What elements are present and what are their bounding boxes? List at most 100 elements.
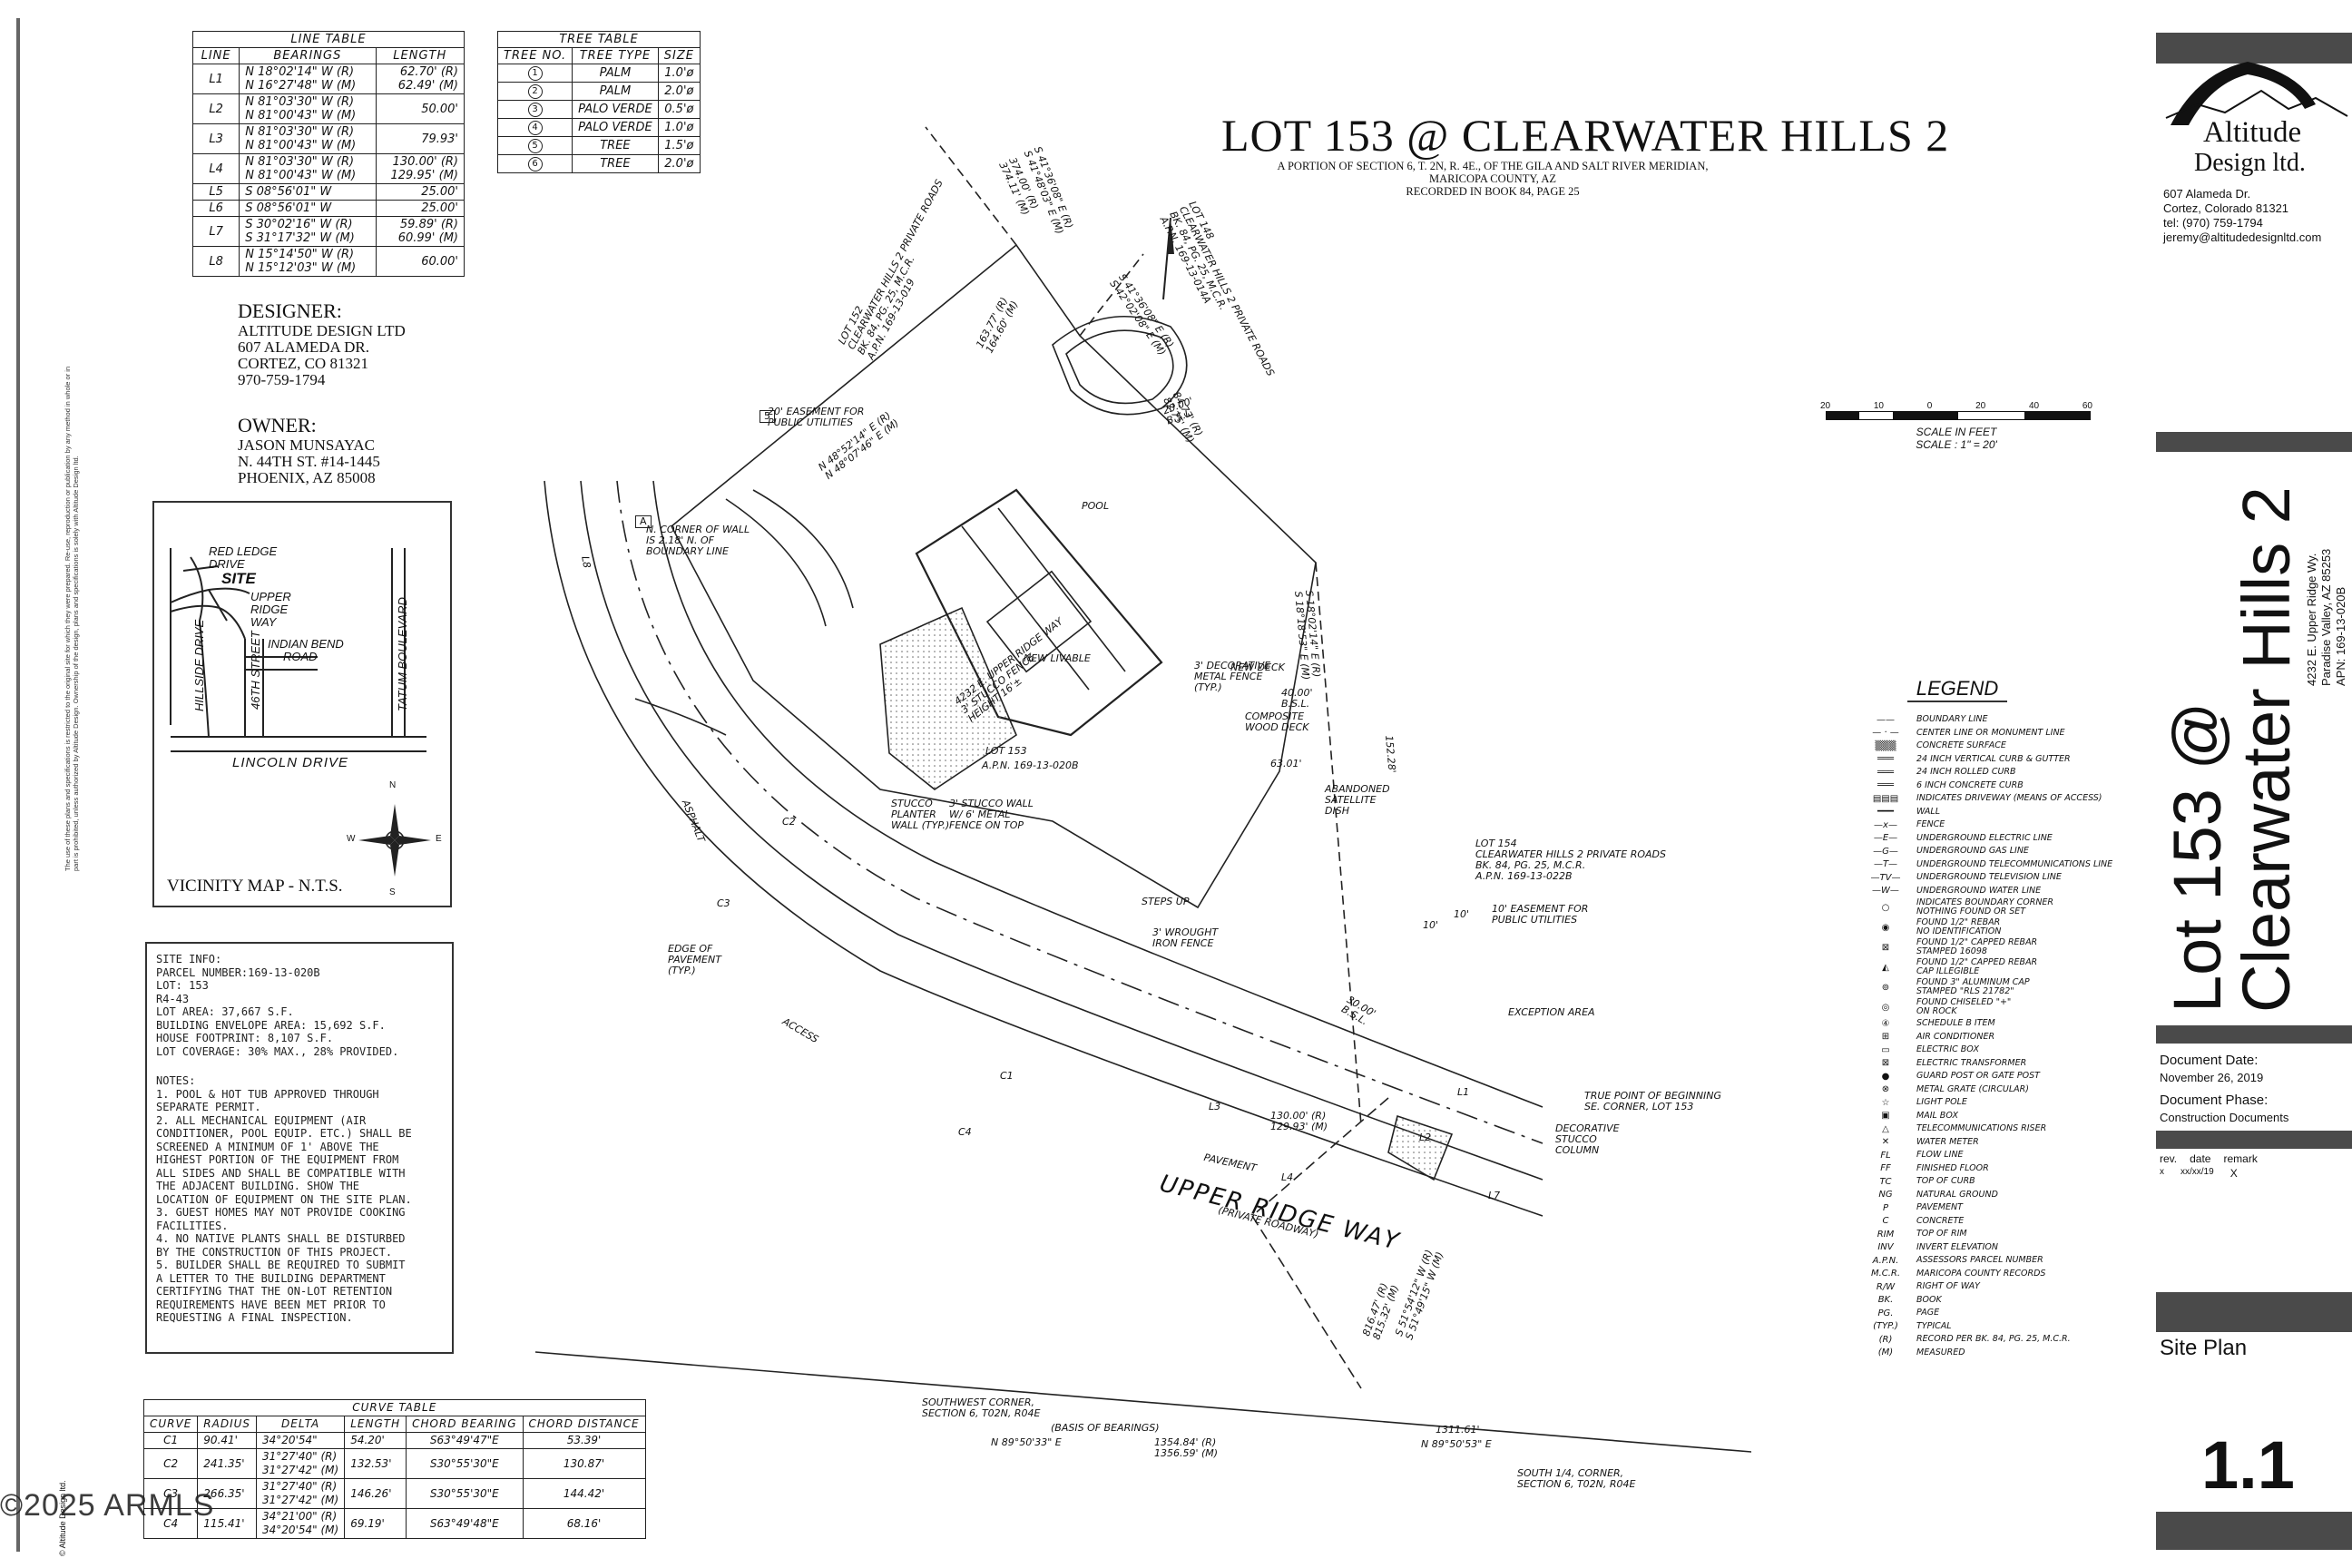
vm-red-ledge: RED LEDGE bbox=[209, 544, 278, 558]
legend: LEGEND ——BOUNDARY LINE— · —CENTER LINE O… bbox=[1862, 677, 2134, 1359]
legend-symbol: ═══ bbox=[1877, 780, 1895, 791]
legend-symbol: ○ bbox=[1881, 902, 1890, 913]
project-apn: APN: 169-13-020B bbox=[2334, 586, 2347, 686]
site-info-heading: SITE INFO: bbox=[156, 953, 222, 965]
sheet-name: Site Plan bbox=[2160, 1336, 2248, 1360]
legend-text: ELECTRIC BOX bbox=[1916, 1044, 1980, 1055]
bearing-value: N 16°27'48" W (M) bbox=[245, 79, 357, 93]
length-value: 50.00' bbox=[421, 102, 458, 116]
legend-text: SCHEDULE B ITEM bbox=[1916, 1018, 1995, 1029]
notes-heading: NOTES: bbox=[156, 1074, 196, 1087]
curve-id-cell: C4 bbox=[142, 1508, 199, 1539]
legend-symbol: ⊗ bbox=[1881, 1084, 1890, 1095]
vm-site: SITE bbox=[221, 570, 256, 587]
legend-item: A.P.N.ASSESSORS PARCEL NUMBER bbox=[1862, 1254, 2134, 1268]
legend-text: MARICOPA COUNTY RECORDS bbox=[1916, 1268, 2046, 1279]
legend-text: GUARD POST OR GATE POST bbox=[1916, 1071, 2040, 1082]
owner-line: JASON MUNSAYAC bbox=[238, 436, 375, 454]
bearing-value: S 08°56'01" W bbox=[245, 185, 332, 199]
note-item: 3. GUEST HOMES MAY NOT PROVIDE COOKING F… bbox=[156, 1206, 406, 1232]
vm-tatum: TATUM BOULEVARD bbox=[396, 597, 409, 711]
tree-type-cell: PALM bbox=[572, 82, 659, 101]
tree-no-badge: 2 bbox=[527, 84, 543, 99]
curve-table-header: LENGTH bbox=[344, 1416, 407, 1433]
curve-delta-cell: 31°27'40" (R)31°27'42" (M) bbox=[256, 1448, 346, 1479]
company-email[interactable]: jeremy@altitudedesignltd.com bbox=[2163, 230, 2322, 244]
site-info-line: PARCEL NUMBER:169-13-020B bbox=[156, 965, 320, 979]
site-info-line: LOT COVERAGE: 30% MAX., 28% PROVIDED. bbox=[156, 1044, 399, 1058]
owner-line: PHOENIX, AZ 85008 bbox=[238, 469, 376, 486]
legend-item: ◎FOUND CHISELED "+" ON ROCK bbox=[1862, 997, 2134, 1017]
curve-table-header: RADIUS bbox=[197, 1416, 258, 1433]
site-info-line: BUILDING ENVELOPE AREA: 15,692 S.F. bbox=[156, 1018, 386, 1032]
length-cell: 50.00' bbox=[375, 93, 466, 124]
legend-item: M.C.R.MARICOPA COUNTY RECORDS bbox=[1862, 1268, 2134, 1281]
legend-text: BOUNDARY LINE bbox=[1916, 714, 1988, 725]
tree-no-badge: 3 bbox=[527, 103, 543, 117]
title-bar bbox=[2156, 33, 2352, 64]
curve-radius-cell: 241.35' bbox=[197, 1448, 258, 1479]
curve-id-cell: C1 bbox=[142, 1432, 199, 1449]
legend-item: ▣MAIL BOX bbox=[1862, 1110, 2134, 1123]
bearing-value: S 31°17'32" W (M) bbox=[245, 231, 355, 245]
legend-item: ④ SCHEDULE B ITEM bbox=[1862, 1017, 2134, 1031]
legend-item: (R)RECORD PER BK. 84, PG. 25, M.C.R. bbox=[1862, 1333, 2134, 1347]
legend-symbol: —E— bbox=[1873, 833, 1898, 844]
drawing-title: LOT 153 @ CLEARWATER HILLS 2 bbox=[1221, 110, 1950, 161]
curve-id-cell: C3 bbox=[142, 1478, 199, 1509]
title-bar bbox=[2156, 1131, 2352, 1149]
length-value: 129.95' (M) bbox=[390, 169, 458, 182]
length-value: 79.93' bbox=[421, 132, 458, 146]
tree-no-badge: 5 bbox=[527, 139, 543, 153]
legend-text: UNDERGROUND ELECTRIC LINE bbox=[1916, 832, 2053, 843]
legend-item: FF FINISHED FLOOR bbox=[1862, 1162, 2134, 1176]
bearing-cell: N 18°02'14" W (R)N 16°27'48" W (M) bbox=[239, 64, 377, 94]
legend-item: PG.PAGE bbox=[1862, 1307, 2134, 1320]
legend-symbol: ▣ bbox=[1881, 1111, 1890, 1122]
scale-tick: 40 bbox=[2028, 401, 2040, 411]
legend-item: ✕WATER METER bbox=[1862, 1136, 2134, 1150]
project-name-line2: Clearwater Hills 2 bbox=[2229, 486, 2304, 1013]
bearing-value: N 15°12'03" W (M) bbox=[245, 261, 357, 275]
legend-symbol: P bbox=[1882, 1202, 1889, 1213]
legend-item: —W—UNDERGROUND WATER LINE bbox=[1862, 885, 2134, 898]
curve-delta-cell: 34°21'00" (R)34°20'54" (M) bbox=[256, 1508, 346, 1539]
legend-symbol: NG bbox=[1878, 1190, 1893, 1200]
legend-symbol: FF bbox=[1880, 1163, 1891, 1174]
compass-rose-icon bbox=[358, 804, 431, 877]
legend-text: FINISHED FLOOR bbox=[1916, 1162, 1989, 1173]
curve-delta-cell: 34°20'54" bbox=[256, 1432, 346, 1449]
line-table-title: LINE TABLE bbox=[192, 31, 465, 48]
legend-item: ▤▤▤INDICATES DRIVEWAY (MEANS OF ACCESS) bbox=[1862, 792, 2134, 806]
doc-phase-label: Document Phase: bbox=[2160, 1093, 2269, 1108]
line-id-cell: L6 bbox=[191, 200, 240, 217]
vm-road: ROAD bbox=[283, 650, 318, 663]
company-name: Altitude bbox=[2203, 116, 2302, 149]
bearing-value: N 81°00'43" W (M) bbox=[245, 139, 357, 152]
curve-table: CURVE TABLE CURVE RADIUS DELTA LENGTH CH… bbox=[142, 1399, 646, 1539]
scale-label2: SCALE : 1" = 20' bbox=[1916, 438, 1997, 451]
tree-size-cell: 2.0'ø bbox=[657, 154, 701, 173]
rev-cell: X bbox=[2230, 1167, 2238, 1180]
legend-text: FOUND CHISELED "+" ON ROCK bbox=[1916, 997, 2012, 1016]
line-table-header: LINE bbox=[191, 47, 240, 64]
legend-symbol: ◭ bbox=[1882, 962, 1889, 973]
legend-symbol: R/W bbox=[1876, 1281, 1896, 1292]
line-id-cell: L8 bbox=[191, 246, 240, 277]
delta-value: 34°20'54" (M) bbox=[262, 1524, 339, 1536]
legend-symbol: ④ bbox=[1881, 1018, 1890, 1029]
armls-watermark: ©2025 ARMLS bbox=[0, 1488, 215, 1523]
bearing-value: N 81°03'30" W (R) bbox=[245, 125, 355, 139]
subtitle-line: MARICOPA COUNTY, AZ bbox=[1429, 172, 1556, 185]
legend-item: △TELECOMMUNICATIONS RISER bbox=[1862, 1122, 2134, 1136]
tree-no-badge: 4 bbox=[527, 121, 543, 135]
